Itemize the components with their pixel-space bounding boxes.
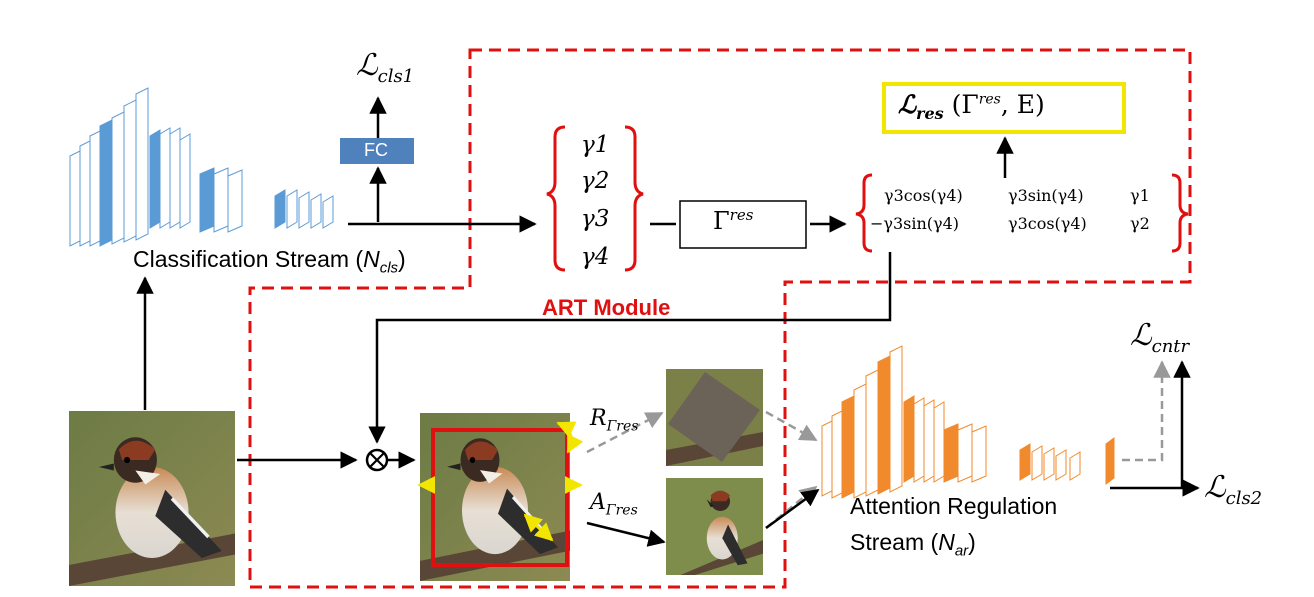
operator-R-label: RΓres bbox=[590, 406, 639, 435]
layer-slab bbox=[179, 133, 191, 229]
loss-res-label: ℒres (Γres, E) bbox=[898, 90, 1045, 123]
layer-slab bbox=[310, 193, 322, 229]
layer-slab bbox=[1069, 451, 1081, 481]
matrix-r1c1: γ3cos(γ4) bbox=[884, 186, 963, 205]
loss-cntr-label: ℒcntr bbox=[1130, 318, 1190, 357]
loss-cls2-label: ℒcls2 bbox=[1204, 470, 1263, 509]
layer-slab bbox=[1105, 437, 1115, 485]
layer-slab bbox=[227, 169, 243, 233]
matrix-to-otimes-arrow bbox=[368, 252, 892, 444]
layer-slab bbox=[123, 99, 137, 243]
layer-slab bbox=[213, 167, 229, 233]
layer-slab bbox=[135, 87, 149, 241]
layer-slab bbox=[943, 423, 959, 483]
layer-slab bbox=[841, 395, 855, 499]
matrix-right-brace bbox=[1171, 173, 1189, 253]
operator-A-label: AΓres bbox=[590, 490, 638, 519]
art-module-label: ART Module bbox=[542, 295, 671, 320]
layer-slab bbox=[169, 127, 181, 229]
layer-slab bbox=[877, 355, 891, 495]
gamma-res-box bbox=[679, 200, 807, 249]
matrix-r1c3: γ1 bbox=[1130, 186, 1150, 205]
layer-slab bbox=[923, 399, 935, 483]
fc-box bbox=[340, 138, 414, 164]
attention-stream-label-line1: Attention Regulation bbox=[850, 493, 1058, 519]
gamma-res-label: Γres bbox=[713, 206, 754, 235]
layer-slab bbox=[853, 383, 867, 499]
layer-slab bbox=[111, 111, 125, 245]
classification-stream-label: Classification Stream (Ncls) bbox=[133, 246, 406, 277]
matrix-r2c3: γ2 bbox=[1130, 214, 1150, 233]
layer-slab bbox=[1019, 443, 1031, 481]
layer-slab bbox=[1055, 449, 1067, 481]
loss-res-box bbox=[882, 82, 1126, 134]
gamma-3: γ3 bbox=[581, 206, 610, 232]
input-bird-image bbox=[67, 409, 237, 588]
layer-slab bbox=[274, 189, 286, 229]
layer-slab bbox=[286, 189, 298, 229]
layer-slab bbox=[957, 423, 973, 483]
layer-slab bbox=[322, 195, 334, 229]
gamma-right-brace bbox=[624, 125, 644, 272]
attention-box bbox=[431, 428, 569, 567]
layer-slab bbox=[971, 425, 987, 483]
matrix-r2c1: −γ3sin(γ4) bbox=[870, 214, 960, 233]
classification-network bbox=[69, 87, 334, 247]
layer-slab bbox=[933, 401, 945, 483]
layer-slab bbox=[199, 167, 215, 233]
gamma-4: γ4 bbox=[581, 244, 610, 270]
attention-stream-label-line2: Stream (Nar) bbox=[850, 529, 976, 560]
layer-slab bbox=[99, 119, 113, 247]
layer-slab bbox=[1043, 447, 1055, 481]
matrix-r2c2: γ3cos(γ4) bbox=[1008, 214, 1087, 233]
matrix-r1c2: γ3sin(γ4) bbox=[1008, 186, 1084, 205]
attention-network bbox=[821, 345, 1115, 499]
gamma-1: γ1 bbox=[581, 132, 610, 158]
layer-slab bbox=[913, 397, 925, 483]
cropped-bird-image bbox=[666, 478, 763, 575]
layer-slab bbox=[159, 127, 171, 229]
layer-slab bbox=[298, 191, 310, 229]
rotated-bird-image bbox=[666, 369, 763, 466]
layer-slab bbox=[865, 369, 879, 497]
gamma-left-brace bbox=[546, 125, 566, 272]
attended-bird-image bbox=[418, 411, 572, 583]
layer-slab bbox=[1031, 445, 1043, 481]
art-module-border bbox=[248, 48, 1192, 589]
fc-label: FC bbox=[364, 140, 388, 160]
layer-slab bbox=[889, 345, 903, 493]
matrix-left-brace bbox=[855, 173, 873, 253]
layer-slab bbox=[903, 395, 915, 483]
loss-cls1-label: ℒcls1 bbox=[356, 48, 415, 87]
gamma-2: γ2 bbox=[581, 168, 610, 194]
layer-slab bbox=[149, 129, 161, 229]
